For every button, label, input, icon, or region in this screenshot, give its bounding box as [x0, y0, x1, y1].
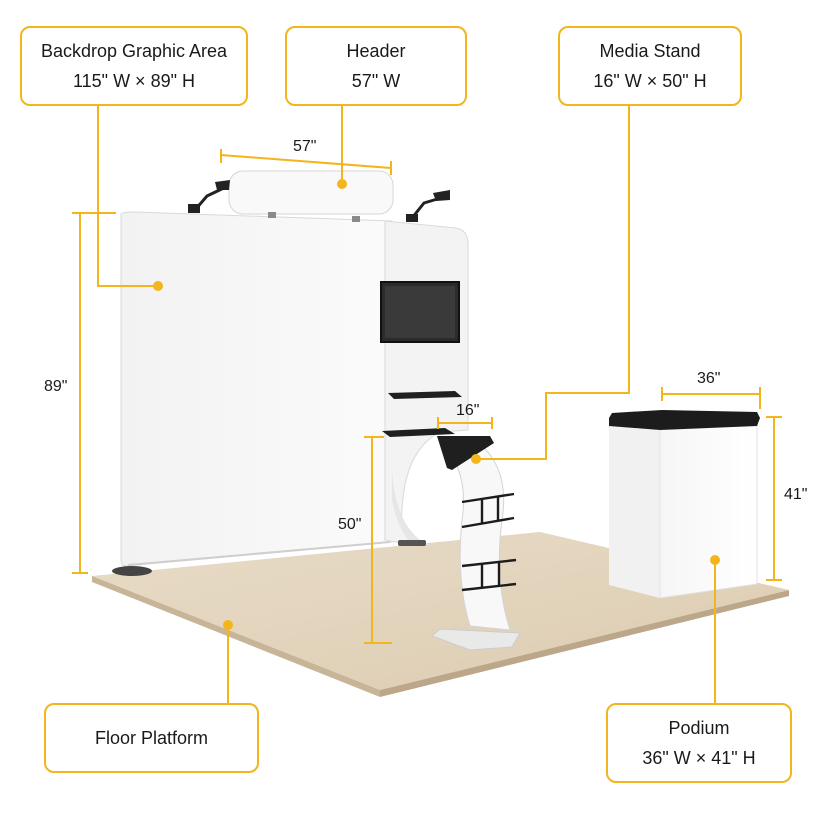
- callout-media-title: Media Stand: [599, 41, 701, 61]
- tower-shelf-2: [382, 428, 455, 437]
- backdrop-foot: [112, 566, 152, 576]
- tower-shelf-1: [388, 391, 462, 399]
- callout-floor-platform: Floor Platform: [44, 703, 259, 773]
- callout-media-stand: Media Stand 16" W × 50" H: [558, 26, 742, 106]
- callout-backdrop-graphic-area: Backdrop Graphic Area 115" W × 89" H: [20, 26, 248, 106]
- tower-foot: [398, 540, 426, 546]
- spotlight-left: [188, 180, 230, 213]
- tower-panel: [380, 220, 469, 546]
- backdrop-panel: [112, 211, 393, 576]
- header-sign: [228, 170, 394, 222]
- callout-header: Header 57" W: [285, 26, 467, 106]
- dim-label-header-width: 57": [293, 138, 316, 155]
- media-stand-top: [437, 436, 494, 470]
- callout-header-size: 57" W: [351, 71, 401, 91]
- callout-header-title: Header: [346, 41, 406, 61]
- media-stand: [431, 436, 521, 651]
- leader-backdrop: [97, 106, 158, 287]
- leader-lines: [97, 106, 716, 704]
- callout-floor-title: Floor Platform: [94, 728, 209, 748]
- dim-label-stand-width: 16": [456, 402, 479, 419]
- leader-media: [476, 106, 630, 460]
- dim-label-podium-width: 36": [697, 370, 720, 387]
- spotlight-right: [406, 190, 450, 222]
- dim-label-backdrop-height: 89": [44, 378, 67, 395]
- callout-podium-title: Podium: [668, 718, 730, 738]
- leader-dots: [153, 179, 720, 630]
- media-stand-shelf-1: [461, 492, 515, 529]
- callout-media-size: 16" W × 50" H: [593, 71, 707, 91]
- podium: [609, 410, 760, 599]
- callout-podium-size: 36" W × 41" H: [642, 748, 756, 768]
- callout-backdrop-size: 115" W × 89" H: [72, 71, 195, 91]
- callout-backdrop-title: Backdrop Graphic Area: [40, 41, 228, 61]
- callout-podium: Podium 36" W × 41" H: [606, 703, 792, 783]
- dim-label-stand-height: 50": [338, 516, 361, 533]
- dim-label-podium-height: 41": [784, 486, 807, 503]
- media-stand-shelf-2: [461, 558, 517, 592]
- dimension-lines: [72, 149, 782, 644]
